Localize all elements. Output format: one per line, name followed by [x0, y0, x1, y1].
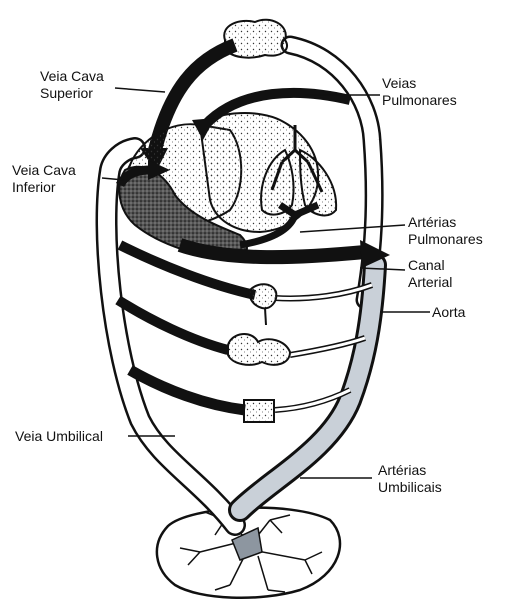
- kidney-organ: [244, 400, 274, 422]
- vessel-branch-2: [118, 300, 228, 350]
- label-veia-cava-inferior: Veia Cava Inferior: [12, 162, 76, 196]
- label-arterias-pulmonares: Artérias Pulmonares: [408, 214, 483, 248]
- label-arterias-umbilicais: Artérias Umbilicais: [378, 462, 442, 496]
- label-veia-umbilical: Veia Umbilical: [15, 428, 103, 445]
- label-canal-arterial: Canal Arterial: [408, 257, 452, 291]
- vessel-branch-3: [130, 370, 245, 410]
- label-veias-pulmonares: Veias Pulmonares: [382, 75, 457, 109]
- liver-organ: [250, 284, 277, 308]
- canal-arterial-vessel: [180, 245, 365, 257]
- label-aorta: Aorta: [432, 304, 465, 321]
- label-veia-cava-superior: Veia Cava Superior: [40, 68, 104, 102]
- intestine-organ: [228, 334, 290, 365]
